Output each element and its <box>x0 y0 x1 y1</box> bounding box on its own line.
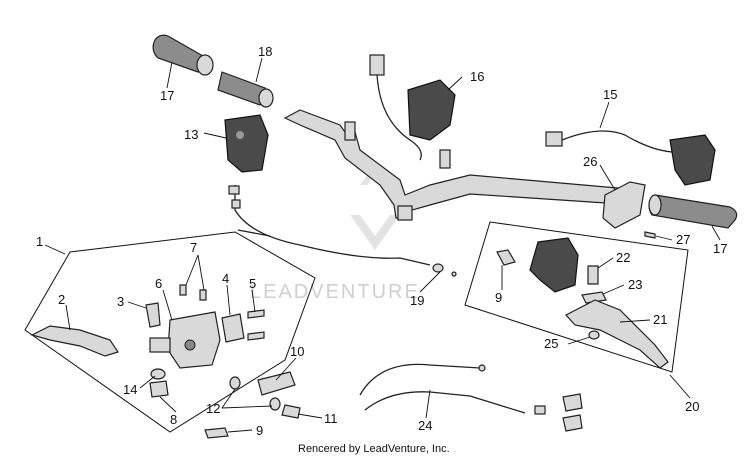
label-27: 27 <box>676 232 690 247</box>
cap-8 <box>149 380 169 398</box>
label-9-left: 9 <box>256 423 263 438</box>
right-lever <box>565 299 669 369</box>
label-26: 26 <box>583 154 597 169</box>
label-8: 8 <box>170 412 177 427</box>
screw-3 <box>145 302 161 328</box>
label-17-right: 17 <box>713 241 727 256</box>
left-lever <box>30 325 119 357</box>
screw-27 <box>644 231 656 239</box>
bracket-23 <box>581 291 607 304</box>
label-3: 3 <box>117 294 124 309</box>
nut-25 <box>588 330 600 340</box>
left-switch <box>369 54 456 161</box>
washer-12b <box>269 397 281 411</box>
switch-cover <box>602 181 646 229</box>
clamp <box>221 313 245 343</box>
label-14: 14 <box>123 382 137 397</box>
screw-22 <box>587 265 599 285</box>
label-9-right: 9 <box>495 290 502 305</box>
assembly-1-outline <box>24 231 316 433</box>
throttle-cable <box>228 185 457 277</box>
bolt-11 <box>281 404 301 419</box>
label-4: 4 <box>222 271 229 286</box>
switch-9-left <box>204 427 229 439</box>
washer-12a <box>229 376 241 390</box>
label-21: 21 <box>653 312 667 327</box>
screws-5 <box>247 309 265 341</box>
left-grip <box>152 34 214 76</box>
label-6: 6 <box>155 276 162 291</box>
label-16: 16 <box>470 69 484 84</box>
label-2: 2 <box>58 292 65 307</box>
throttle-grip <box>217 71 274 108</box>
right-master-cylinder <box>529 237 579 293</box>
label-5: 5 <box>249 276 256 291</box>
clutch-cable <box>359 363 583 432</box>
switch-9-right <box>496 249 516 266</box>
screws-7 <box>179 284 207 301</box>
watermark-text: LEADVENTURE <box>250 281 420 303</box>
leader-lines <box>44 57 721 433</box>
label-24: 24 <box>418 418 432 433</box>
master-cylinder <box>149 311 221 369</box>
throttle-housing <box>224 114 269 173</box>
banjo-10 <box>257 371 296 396</box>
right-grip <box>648 194 738 229</box>
label-10: 10 <box>290 344 304 359</box>
label-12: 12 <box>206 401 220 416</box>
label-15: 15 <box>603 87 617 102</box>
label-7: 7 <box>190 240 197 255</box>
label-19: 19 <box>410 293 424 308</box>
label-17-left: 17 <box>160 88 174 103</box>
label-11: 11 <box>324 411 338 426</box>
label-23: 23 <box>628 277 642 292</box>
label-1: 1 <box>36 234 43 249</box>
label-13: 13 <box>184 127 198 142</box>
credit-line: Rencered by LeadVenture, Inc. <box>298 443 450 455</box>
part-labels: 17 18 13 16 15 26 27 17 19 9 22 23 21 25… <box>36 44 727 438</box>
label-20: 20 <box>685 399 699 414</box>
right-switch <box>545 130 716 186</box>
label-18: 18 <box>258 44 272 59</box>
label-25: 25 <box>544 336 558 351</box>
label-22: 22 <box>616 250 630 265</box>
assembly-20-outline <box>464 221 689 373</box>
